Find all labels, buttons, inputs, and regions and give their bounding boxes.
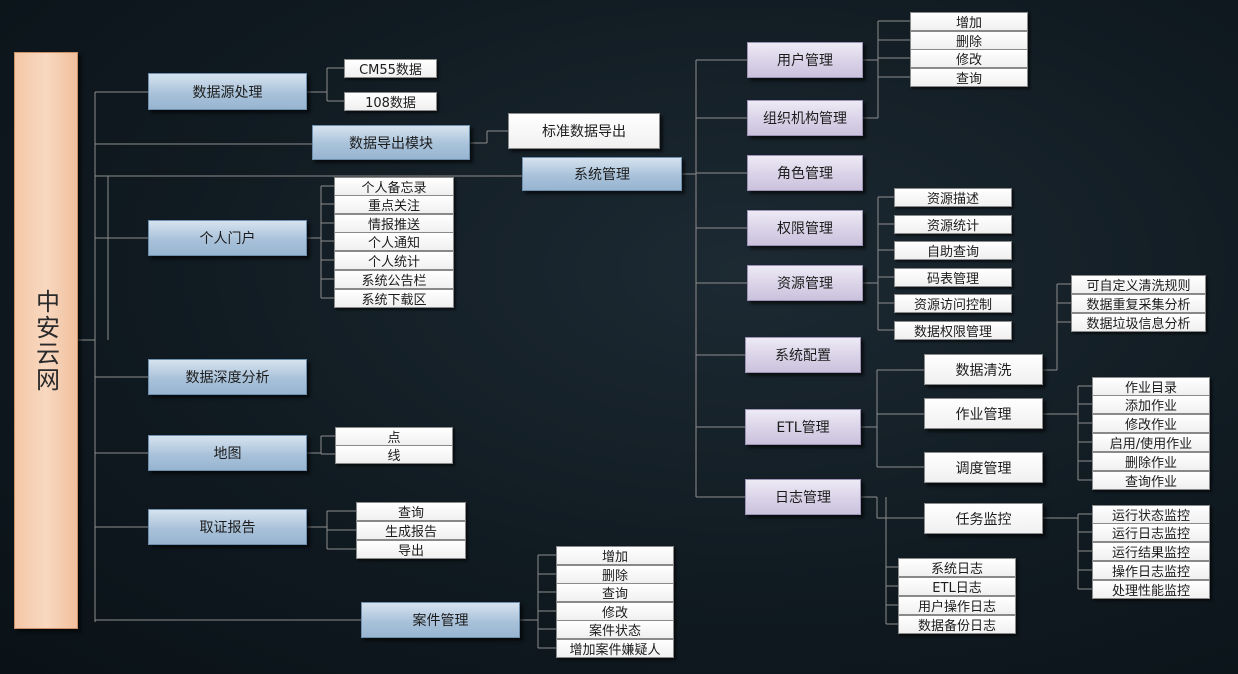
resource-item[interactable]: 资源描述 [894,188,1012,207]
case-item[interactable]: 修改 [556,602,674,621]
personal-portal-item[interactable]: 系统下载区 [334,289,454,308]
data-cleaning-node[interactable]: 数据清洗 [924,354,1043,385]
job-mgmt-node[interactable]: 作业管理 [924,398,1043,429]
resource-item[interactable]: 资源统计 [894,215,1012,234]
data-source-node[interactable]: 数据源处理 [148,73,307,110]
log-mgmt-node[interactable]: 日志管理 [745,479,861,515]
data-source-item[interactable]: CM55数据 [344,59,437,78]
evidence-item[interactable]: 导出 [356,540,466,559]
cleaning-item[interactable]: 可自定义清洗规则 [1071,275,1206,294]
map-node[interactable]: 地图 [148,435,307,471]
job-item[interactable]: 查询作业 [1092,471,1210,490]
personal-portal-item[interactable]: 个人通知 [334,232,454,251]
schedule-mgmt-node[interactable]: 调度管理 [924,452,1043,483]
user-op-item[interactable]: 修改 [910,49,1028,68]
perm-mgmt-node[interactable]: 权限管理 [747,210,863,246]
log-item[interactable]: ETL日志 [898,577,1016,596]
monitor-item[interactable]: 运行状态监控 [1092,505,1210,524]
resource-mgmt-node[interactable]: 资源管理 [747,265,863,301]
evidence-item[interactable]: 生成报告 [356,521,466,540]
personal-portal-item[interactable]: 重点关注 [334,195,454,214]
resource-item[interactable]: 码表管理 [894,268,1012,287]
cleaning-item[interactable]: 数据重复采集分析 [1071,294,1206,313]
job-item[interactable]: 启用/使用作业 [1092,433,1210,452]
personal-portal-item[interactable]: 情报推送 [334,214,454,233]
case-item[interactable]: 查询 [556,583,674,602]
personal-portal-node[interactable]: 个人门户 [148,220,307,256]
job-item[interactable]: 添加作业 [1092,395,1210,414]
case-mgmt-node[interactable]: 案件管理 [361,602,520,638]
evidence-item[interactable]: 查询 [356,502,466,521]
case-item[interactable]: 增加案件嫌疑人 [556,639,674,658]
resource-item[interactable]: 资源访问控制 [894,294,1012,313]
etl-mgmt-node[interactable]: ETL管理 [745,409,861,445]
role-mgmt-node[interactable]: 角色管理 [747,155,863,191]
job-item[interactable]: 删除作业 [1092,452,1210,471]
case-item[interactable]: 增加 [556,546,674,565]
log-item[interactable]: 数据备份日志 [898,615,1016,634]
personal-portal-item[interactable]: 个人备忘录 [334,177,454,196]
data-source-item[interactable]: 108数据 [344,92,437,111]
user-op-item[interactable]: 删除 [910,31,1028,50]
user-op-item[interactable]: 查询 [910,68,1028,87]
user-op-item[interactable]: 增加 [910,12,1028,31]
monitor-item[interactable]: 处理性能监控 [1092,580,1210,599]
org-mgmt-node[interactable]: 组织机构管理 [747,100,863,136]
data-export-item[interactable]: 标准数据导出 [508,113,660,149]
case-item[interactable]: 删除 [556,565,674,584]
cleaning-item[interactable]: 数据垃圾信息分析 [1071,313,1206,332]
personal-portal-item[interactable]: 个人统计 [334,251,454,270]
monitor-item[interactable]: 运行结果监控 [1092,542,1210,561]
job-item[interactable]: 作业目录 [1092,377,1210,396]
job-item[interactable]: 修改作业 [1092,414,1210,433]
deep-analysis-node[interactable]: 数据深度分析 [148,359,307,395]
data-export-node[interactable]: 数据导出模块 [312,125,470,160]
log-item[interactable]: 系统日志 [898,558,1016,577]
root-label: 中安云网 [31,288,60,393]
user-mgmt-node[interactable]: 用户管理 [747,42,863,78]
system-mgmt-node[interactable]: 系统管理 [522,157,682,191]
task-monitor-node[interactable]: 任务监控 [924,503,1043,534]
evidence-report-node[interactable]: 取证报告 [148,509,307,545]
resource-item[interactable]: 自助查询 [894,241,1012,260]
root-node: 中安云网 [14,52,78,629]
map-item[interactable]: 线 [335,445,453,464]
map-item[interactable]: 点 [335,427,453,446]
personal-portal-item[interactable]: 系统公告栏 [334,270,454,289]
case-item[interactable]: 案件状态 [556,620,674,639]
log-item[interactable]: 用户操作日志 [898,596,1016,615]
monitor-item[interactable]: 操作日志监控 [1092,561,1210,580]
sys-config-node[interactable]: 系统配置 [745,337,861,373]
monitor-item[interactable]: 运行日志监控 [1092,523,1210,542]
resource-item[interactable]: 数据权限管理 [894,321,1012,340]
